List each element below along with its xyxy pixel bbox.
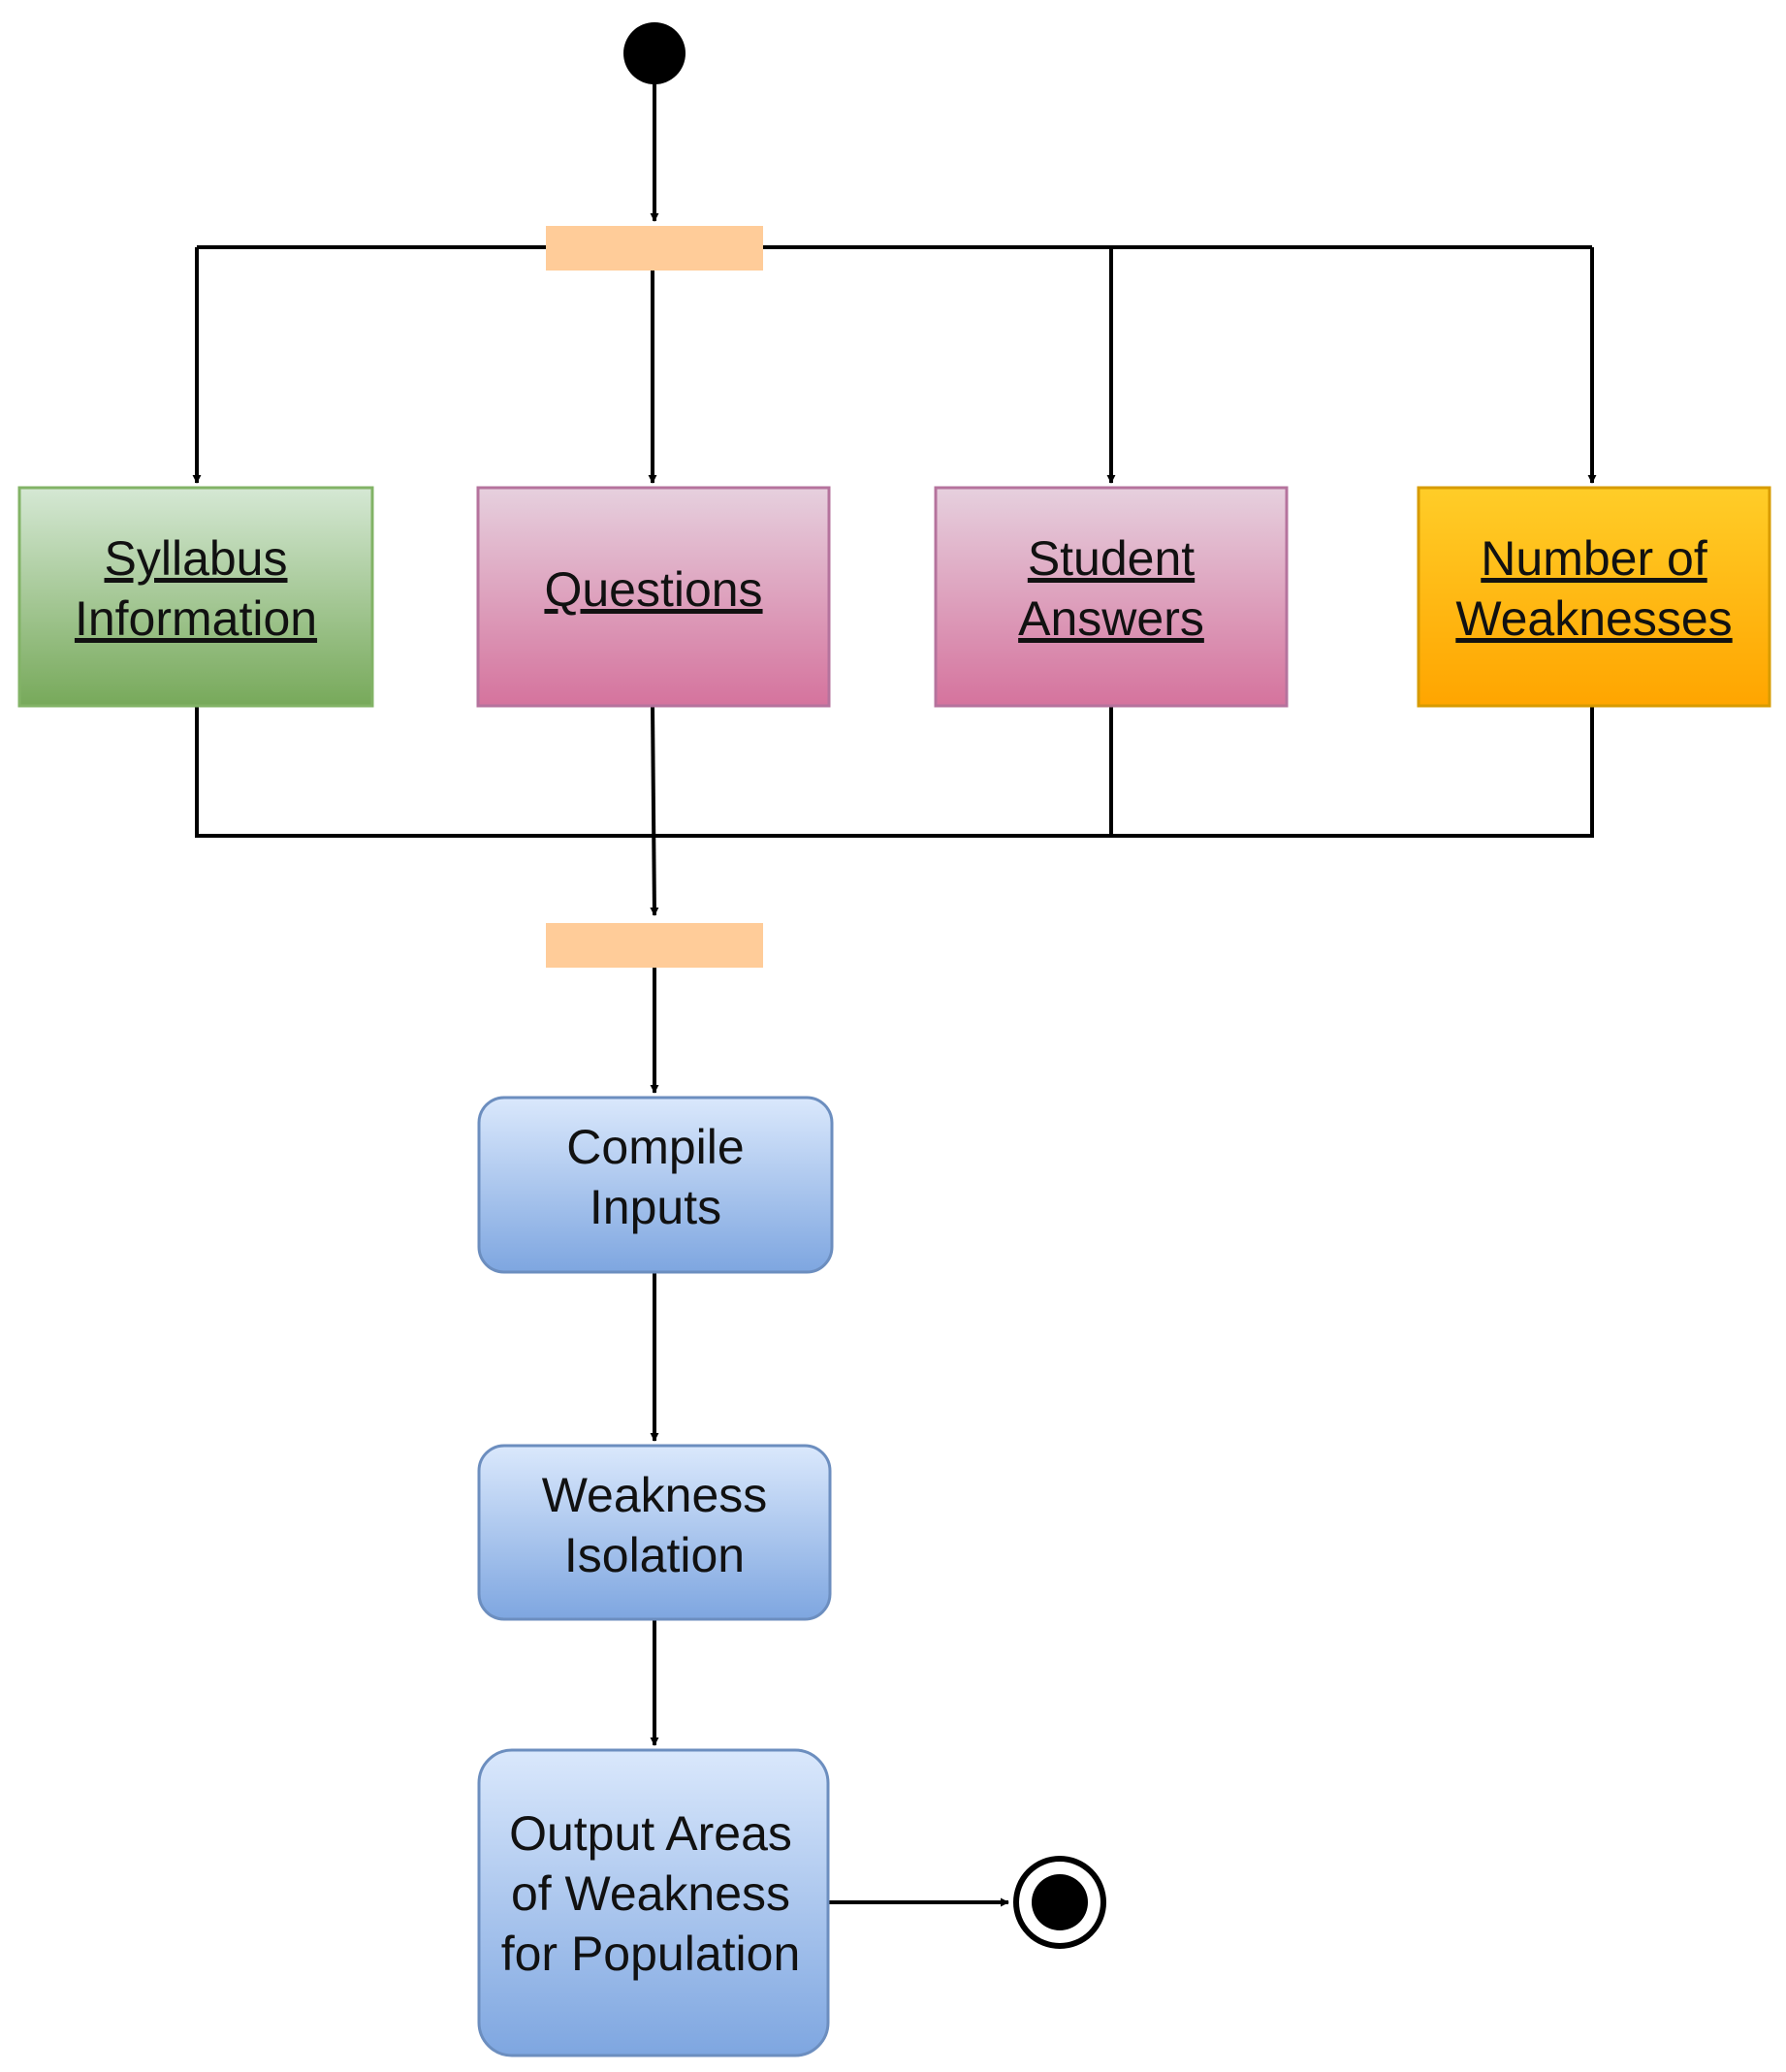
start-node [623, 22, 686, 84]
node-label: Weakness [542, 1468, 768, 1522]
node-label: of Weakness [511, 1866, 790, 1921]
node-label: for Population [501, 1927, 801, 1981]
node-label: Student [1028, 531, 1195, 586]
edge-syllabus-to-join [195, 706, 654, 838]
node-label: Compile [566, 1120, 744, 1174]
node-syllabus-information: Syllabus Information [17, 486, 374, 708]
node-weakness-isolation: Weakness Isolation [477, 1444, 832, 1621]
fork-bar [546, 226, 763, 271]
node-label: Number of [1481, 531, 1707, 586]
node-questions: Questions [476, 486, 831, 708]
node-label: Questions [544, 562, 762, 617]
node-number-of-weaknesses: Number of Weaknesses [1417, 486, 1771, 708]
node-label: Information [75, 591, 317, 646]
node-label: Answers [1018, 591, 1204, 646]
edge-number-of-weaknesses-to-join [654, 706, 1594, 838]
node-student-answers: Student Answers [934, 486, 1289, 708]
node-label: Isolation [564, 1528, 745, 1582]
node-label: Weaknesses [1455, 591, 1732, 646]
node-output-areas-of-weakness: Output Areas of Weakness for Population [477, 1748, 830, 2057]
node-label: Inputs [590, 1180, 721, 1234]
end-node [1013, 1856, 1106, 1949]
edge-questions-to-join [650, 705, 659, 916]
node-label: Syllabus [105, 531, 288, 586]
node-compile-inputs: Compile Inputs [477, 1096, 834, 1274]
node-label: Output Areas [509, 1806, 792, 1861]
join-bar [546, 923, 763, 968]
